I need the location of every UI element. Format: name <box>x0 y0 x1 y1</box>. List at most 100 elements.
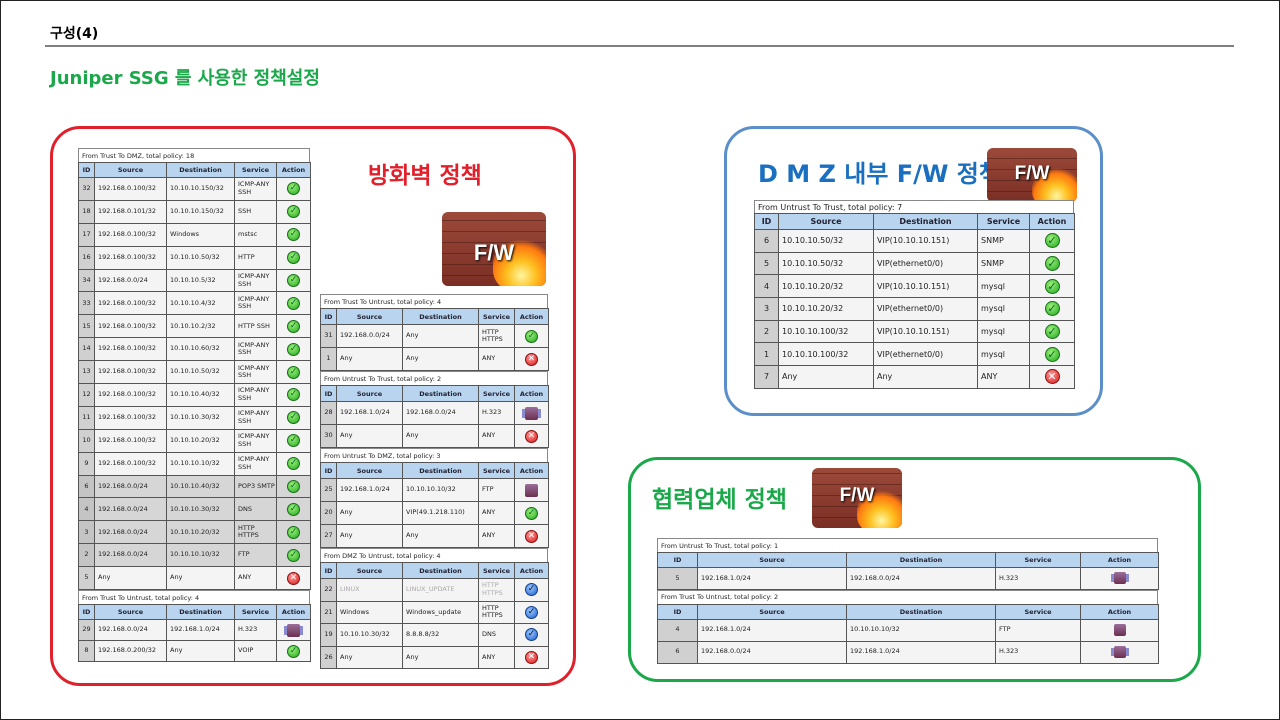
permit-icon[interactable]: ✓ <box>287 502 300 516</box>
permit-icon[interactable]: ✓ <box>1044 233 1060 249</box>
permit-icon[interactable]: ✓ <box>525 329 538 343</box>
permit-icon[interactable]: ✓ <box>287 228 300 242</box>
column-header-destination[interactable]: Destination <box>402 385 479 402</box>
column-header-id[interactable]: ID <box>754 213 779 230</box>
permit-icon[interactable]: ✓ <box>287 644 300 658</box>
column-header-service[interactable]: Service <box>478 562 515 579</box>
tunnel-icon[interactable] <box>287 623 300 637</box>
permit-icon[interactable]: ✓ <box>1044 324 1060 340</box>
column-header-action[interactable]: Action <box>1029 213 1075 230</box>
lock-icon[interactable] <box>525 483 538 497</box>
column-header-service[interactable]: Service <box>995 552 1081 568</box>
permit-icon[interactable]: ✓ <box>287 342 300 356</box>
lock-icon[interactable] <box>1113 624 1126 636</box>
deny-icon[interactable]: ✕ <box>1044 369 1060 385</box>
column-header-destination[interactable]: Destination <box>846 603 996 620</box>
column-header-service[interactable]: Service <box>995 603 1081 620</box>
permit-icon[interactable]: ✓ <box>287 251 300 265</box>
permit-icon[interactable]: ✓ <box>287 319 300 333</box>
column-header-id[interactable]: ID <box>657 552 698 568</box>
deny-icon[interactable]: ✕ <box>525 529 538 543</box>
permit-icon[interactable]: ✓ <box>287 525 300 539</box>
permit-icon[interactable]: ✓ <box>287 365 300 379</box>
column-header-id[interactable]: ID <box>320 462 337 479</box>
column-header-destination[interactable]: Destination <box>873 213 978 230</box>
column-header-action[interactable]: Action <box>514 308 549 325</box>
column-header-source[interactable]: Source <box>336 562 403 579</box>
column-header-action[interactable]: Action <box>276 604 311 621</box>
column-header-action[interactable]: Action <box>514 462 549 479</box>
permit-icon[interactable]: ✓ <box>287 457 300 471</box>
column-header-destination[interactable]: Destination <box>402 308 479 325</box>
permit-icon[interactable]: ✓ <box>1044 346 1060 362</box>
tunnel-icon[interactable] <box>1113 572 1126 585</box>
deny-icon[interactable]: ✕ <box>525 352 538 366</box>
permit-icon[interactable]: ✓ <box>287 411 300 425</box>
permit-icon[interactable]: ✓ <box>287 480 300 494</box>
column-header-id[interactable]: ID <box>657 603 698 620</box>
permit-icon[interactable]: ✓ <box>287 548 300 562</box>
permit-blue-icon[interactable]: ✓ <box>525 628 538 642</box>
permit-icon[interactable]: ✓ <box>1044 278 1060 294</box>
column-header-action[interactable]: Action <box>1080 603 1159 620</box>
permit-blue-icon[interactable]: ✓ <box>525 605 538 619</box>
column-header-id[interactable]: ID <box>320 308 337 325</box>
permit-icon[interactable]: ✓ <box>287 434 300 448</box>
permit-icon[interactable]: ✓ <box>1044 301 1060 317</box>
permit-icon[interactable]: ✓ <box>287 182 300 196</box>
column-header-service[interactable]: Service <box>234 162 277 178</box>
column-header-source[interactable]: Source <box>336 385 403 402</box>
column-header-id[interactable]: ID <box>320 385 337 402</box>
deny-icon[interactable]: ✕ <box>287 571 300 585</box>
column-header-action[interactable]: Action <box>276 162 311 178</box>
column-header-source[interactable]: Source <box>336 308 403 325</box>
column-header-service[interactable]: Service <box>234 604 277 621</box>
permit-icon[interactable]: ✓ <box>287 388 300 402</box>
column-header-id[interactable]: ID <box>78 162 95 178</box>
tunnel-icon[interactable] <box>525 406 538 420</box>
column-header-service[interactable]: Service <box>977 213 1030 230</box>
column-header-source[interactable]: Source <box>697 603 847 620</box>
column-header-destination[interactable]: Destination <box>846 552 996 568</box>
permit-blue-icon[interactable]: ✓ <box>525 583 538 597</box>
deny-icon[interactable]: ✕ <box>525 650 538 664</box>
column-header-service[interactable]: Service <box>478 308 515 325</box>
permit-icon[interactable]: ✓ <box>1044 256 1060 272</box>
column-header-destination[interactable]: Destination <box>402 562 479 579</box>
tunnel-icon[interactable] <box>1113 646 1126 658</box>
column-header-destination[interactable]: Destination <box>166 162 235 178</box>
column-header-action[interactable]: Action <box>514 385 549 402</box>
column-header-source[interactable]: Source <box>697 552 847 568</box>
